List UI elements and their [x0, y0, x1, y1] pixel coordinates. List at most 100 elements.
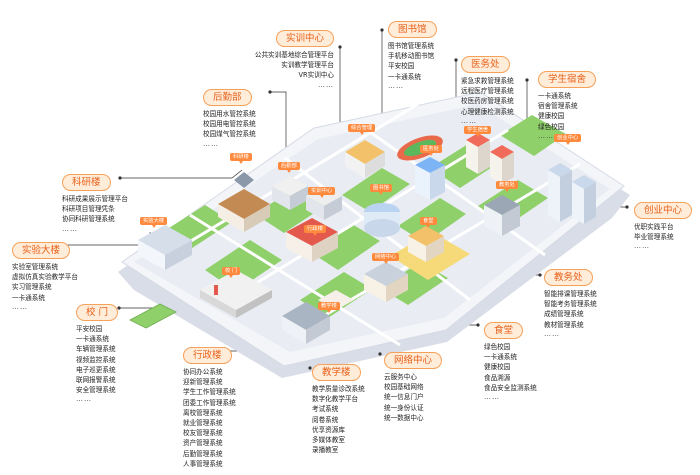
list-item: 虚拟仿真实验教学平台 — [12, 273, 78, 282]
list-item: 智能考务管理系统 — [544, 300, 597, 309]
list-item: 协同办公系统 — [183, 368, 223, 376]
more-dots: …… — [62, 224, 78, 233]
section-startup-title: 创业中心 — [634, 202, 693, 219]
list-item: 实习管理系统 — [12, 283, 52, 292]
map-label-jiaowu: 教务处 — [496, 181, 518, 192]
list-item: 科研成果展示管理平台 — [62, 195, 128, 203]
list-item: 统一数据中心 — [384, 413, 424, 422]
list-item: 电子巡更系统 — [76, 365, 116, 374]
list-item: 平安校园 — [388, 62, 415, 71]
section-gate-title: 校 门 — [76, 304, 119, 321]
list-item: 科研项目管理凭条 — [62, 205, 115, 214]
map-label-shitang: 食堂 — [420, 217, 437, 228]
more-dots: …… — [544, 329, 560, 338]
more-dots: …… — [461, 116, 477, 125]
more-dots: …… — [634, 242, 650, 251]
map-label-keyan: 科研楼 — [230, 153, 252, 164]
section-teaching-title: 教学楼 — [312, 364, 361, 381]
list-item: 迎新管理系统 — [183, 378, 223, 387]
list-item: 录播教室 — [312, 446, 339, 455]
section-lab: 实验大楼 实验室管理系统 虚拟仿真实验教学平台 实习管理系统 一卡通系统 …… — [12, 238, 102, 311]
list-item: 毕业管理系统 — [634, 233, 674, 242]
section-startup: 创业中心 优职实践平台 毕业管理系统 …… — [634, 198, 700, 250]
more-dots: …… — [484, 393, 500, 402]
section-lab-title: 实验大楼 — [12, 242, 71, 259]
list-item: 校园用电管控系统 — [203, 120, 256, 129]
section-network-title: 网络中心 — [384, 352, 443, 369]
section-library-title: 图书馆 — [388, 21, 437, 38]
line-research — [120, 169, 243, 179]
map-label-shiyan: 实验大楼 — [140, 217, 168, 228]
list-item: 一卡通系统 — [484, 353, 517, 362]
list-item: 就业管理系统 — [183, 419, 223, 428]
section-canteen-title: 食堂 — [484, 322, 524, 339]
list-item: 校医药房管理系统 — [461, 97, 514, 106]
section-academic-title: 教务处 — [544, 269, 593, 286]
section-academic: 教务处 智能排课管理系统 智能考务管理系统 成绩管理系统 教材管理系统 …… — [544, 265, 634, 338]
section-shixun-title: 实训中心 — [275, 30, 334, 47]
list-item: 一卡通系统 — [388, 72, 421, 81]
list-item: 人事管理系统 — [183, 459, 223, 468]
map-label-xuesheng: 学生宿舍 — [464, 126, 492, 137]
list-item: 一卡通系统 — [12, 293, 45, 302]
section-admin-title: 行政楼 — [183, 347, 232, 364]
more-dots: …… — [388, 81, 404, 90]
list-item: 实训教学管理平台 — [281, 61, 334, 70]
list-item: 一卡通系统 — [538, 92, 571, 100]
list-item: 手机移动图书馆 — [388, 52, 435, 61]
more-dots: …… — [318, 80, 334, 89]
list-item: 云服务中心 — [384, 373, 417, 381]
list-item: 一卡通系统 — [76, 335, 109, 344]
line-logistics — [270, 91, 287, 168]
list-item: 多媒体教室 — [312, 436, 345, 445]
list-item: 优享资源库 — [312, 425, 345, 434]
list-item: 心理健康检测系统 — [461, 107, 514, 116]
map-label-xingzheng: 行政楼 — [304, 225, 326, 236]
section-canteen: 食堂 绿色校园 一卡通系统 健康校园 食品溯源 食品安全监测系统 …… — [484, 318, 564, 401]
map-label-shixun: 实训中心 — [308, 187, 336, 198]
section-dorm-title: 学生宿舍 — [538, 71, 597, 88]
list-item: 教材管理系统 — [544, 320, 584, 329]
list-item: 统一身份认证 — [384, 403, 424, 412]
list-item: 校园基础网络 — [384, 383, 424, 392]
list-item: 数字化教学平台 — [312, 395, 359, 404]
map-label-xiaomen: 校 门 — [222, 267, 241, 278]
section-logistics: 后勤部 校园用水管控系统 校园用电管控系统 校园煤气管控系统 …… — [203, 85, 283, 148]
list-item: 统一信息门户 — [384, 393, 424, 402]
list-item: 成绩管理系统 — [544, 310, 584, 319]
section-hospital: 医务处 紧急求救管理系统 远程医疗管理系统 校医药房管理系统 心理健康检测系统 … — [461, 52, 541, 125]
map-label-chuangye: 创业中心 — [554, 134, 582, 145]
map-label-wangluo: 网络中心 — [372, 253, 400, 264]
map-label-zonghe: 综合管理 — [348, 124, 376, 135]
list-item: 团委工作管理系统 — [183, 398, 236, 407]
list-item: 协同科研管理系统 — [62, 215, 115, 224]
list-item: 车辆管理系统 — [76, 345, 116, 354]
section-network: 网络中心 云服务中心 校园基础网络 统一信息门户 统一身份认证 统一数据中心 — [384, 348, 464, 423]
list-item: 平安校园 — [76, 325, 103, 333]
list-item: 安全管理系统 — [76, 386, 116, 395]
list-item: 阅卷系统 — [312, 415, 339, 424]
campus-buildings — [129, 133, 596, 344]
map-label-jiaoxue: 教学楼 — [318, 302, 340, 313]
list-item: 智能排课管理系统 — [544, 290, 597, 298]
list-item: 校园煤气管控系统 — [203, 130, 256, 139]
list-item: 联网报警系统 — [76, 376, 116, 385]
section-teaching: 教学楼 教学质量诊改系统 数字化教学平台 考试系统 阅卷系统 优享资源库 多媒体… — [312, 360, 392, 455]
section-gate: 校 门 平安校园 一卡通系统 车辆管理系统 视频监控系统 电子巡更系统 联网报警… — [76, 300, 156, 403]
list-item: 图书馆管理系统 — [388, 42, 435, 50]
section-shixun: 实训中心 公共实训基地综合管理平台 实训教学管理平台 VR实训中心 …… — [232, 26, 334, 89]
list-item: 后勤管理系统 — [183, 449, 223, 458]
list-item: 资产管理系统 — [183, 439, 223, 448]
list-item: 优职实践平台 — [634, 223, 674, 231]
list-item: 校友管理系统 — [183, 429, 223, 438]
list-item: 公共实训基地综合管理平台 — [254, 51, 334, 59]
list-item: 食品溯源 — [484, 373, 511, 382]
more-dots: …… — [203, 139, 219, 148]
section-research: 科研楼 科研成果展示管理平台 科研项目管理凭条 协同科研管理系统 …… — [62, 170, 152, 233]
list-item: 校园用水管控系统 — [203, 110, 256, 118]
more-dots: …… — [12, 302, 28, 311]
list-item: 健康校园 — [538, 112, 565, 121]
section-research-title: 科研楼 — [62, 174, 111, 191]
list-item: 学生工作管理系统 — [183, 388, 236, 397]
